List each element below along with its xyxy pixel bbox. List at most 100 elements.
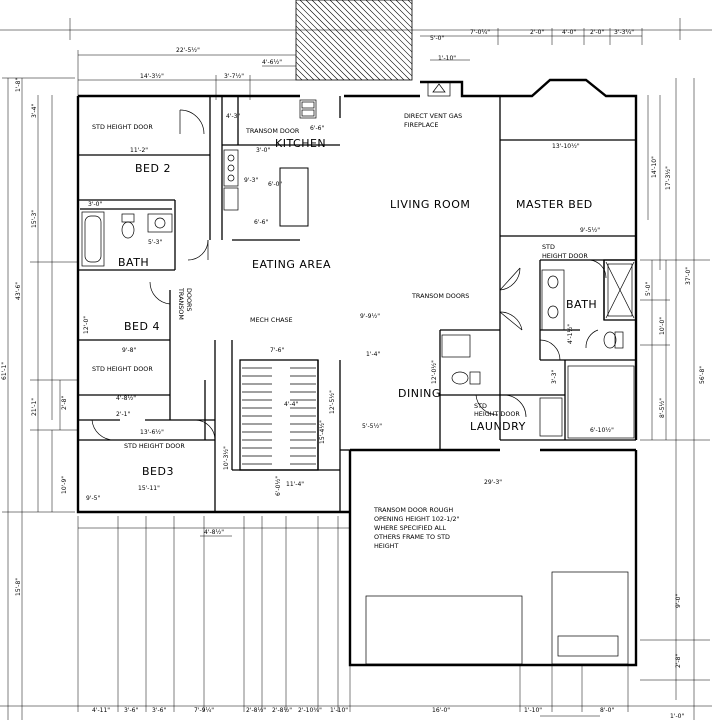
dim-bottom-4-11: 4'-11"	[92, 707, 110, 714]
dim-bottom-2-8b: 2'-8½"	[272, 707, 292, 714]
roof-hatch-line	[305, 0, 387, 80]
dim-kitchen-3-0: 3'-0"	[256, 147, 270, 154]
dim-top-3-7: 3'-7½"	[224, 73, 244, 80]
dim-right-8-5: 8'-5½"	[659, 398, 666, 418]
roof-hatch-line	[395, 0, 412, 17]
dim-kitchen-4-3: 4'-3"	[226, 113, 240, 120]
dim-right-9-0: 9'-0"	[675, 594, 682, 608]
dim-bed3-9-5: 9'-5"	[86, 495, 100, 502]
dimension-labels: 22'-5½" 14'-3½" 3'-7½" 4'-6½" 5'-0" 7'-0…	[1, 29, 706, 720]
roof-hatch-line	[359, 0, 412, 53]
dim-stair-9-9: 9'-9½"	[360, 313, 380, 320]
dim-bottom-7-9: 7'-9¼"	[194, 707, 214, 714]
dim-mb-17-3: 17'-3½"	[665, 166, 672, 190]
dim-left-61-1: 61'-1"	[1, 362, 8, 380]
room-label-bed2: BED 2	[135, 162, 171, 175]
dim-stair-1-4: 1'-4"	[366, 351, 380, 358]
dim-kitchen-6-0: 6'-0"	[268, 181, 282, 188]
roof-hatch-line	[296, 19, 357, 80]
dim-top-2-0b: 2'-0"	[590, 29, 604, 36]
dim-left-15-3: 15'-3"	[31, 210, 38, 228]
dim-top-5-0: 5'-0"	[430, 35, 444, 42]
bottom-dimension-lines	[0, 516, 712, 717]
dim-top-4-0: 4'-0"	[562, 29, 576, 36]
dim-bottom-3-6b: 3'-6"	[152, 707, 166, 714]
dim-mb-9-5: 9'-5½"	[580, 227, 600, 234]
dim-top-1-10: 1'-10"	[438, 55, 456, 62]
top-dimension-lines	[0, 18, 712, 100]
dim-laundry-3-3: 3'-3"	[551, 370, 558, 384]
roof-hatch	[295, 0, 494, 81]
dim-bed2-11-2: 11'-2"	[130, 147, 148, 154]
roof-hatch-line	[335, 0, 412, 77]
dim-bed4-9-8: 9'-8"	[122, 347, 136, 354]
note-mech-chase: MECH CHASE	[250, 316, 293, 324]
dim-stair-4-4: 4'-4"	[284, 401, 298, 408]
roof-hatch-line	[341, 0, 412, 71]
door-swings	[91, 109, 607, 441]
note-garage-line5: HEIGHT	[374, 542, 398, 550]
dim-bottom-1-10a: 1'-10"	[330, 707, 348, 714]
note-std-door-bed2: STD HEIGHT DOOR	[92, 123, 153, 131]
dim-top-3-3: 3'-3¼"	[614, 29, 634, 36]
note-fireplace-line2: FIREPLACE	[404, 121, 438, 129]
roof-hatch-line	[296, 61, 315, 80]
dim-bottom-8-0: 8'-0"	[600, 707, 614, 714]
note-std-master-line1: STD	[542, 243, 555, 251]
dim-bed3-10-3: 10'-3½"	[223, 446, 230, 470]
note-transom-door-kitchen: TRANSOM DOOR	[245, 127, 300, 135]
note-garage-line4: OTHERS FRAME TO STD	[374, 533, 450, 541]
dim-left-3-4: 3'-4"	[31, 104, 38, 118]
stair-treads	[242, 367, 316, 465]
dim-stair-5-5: 5'-5½"	[362, 423, 382, 430]
note-std-master-line2: HEIGHT DOOR	[542, 252, 588, 260]
side-dimension-lines	[2, 77, 710, 720]
roof-hatch-line	[296, 73, 303, 80]
roof-hatch-line	[296, 43, 333, 80]
room-label-master-bath: BATH	[566, 298, 597, 311]
plan-notes: STD HEIGHT DOOR TRANSOM DOOR DIRECT VENT…	[92, 112, 588, 550]
interior-walls	[78, 96, 637, 512]
room-label-bed3: BED3	[142, 465, 174, 478]
roof-hatch-line	[296, 1, 375, 80]
note-std-laundry-line2: HEIGHT DOOR	[474, 410, 520, 418]
note-transom-doors: TRANSOM DOORS	[411, 292, 469, 300]
room-label-dining: DINING	[398, 387, 441, 400]
roof-hatch-line	[329, 0, 411, 80]
roof-hatch-line	[414, 0, 494, 80]
dim-bottom-1-10b: 1'-10"	[524, 707, 542, 714]
dim-right-5-0: 5'-0"	[645, 282, 652, 296]
roof-hatch-line	[389, 0, 412, 23]
dim-top-4-6: 4'-6½"	[262, 59, 282, 66]
dim-bed4-12-0: 12'-0"	[83, 316, 90, 334]
dim-bottom-3-6a: 3'-6"	[124, 707, 138, 714]
dim-top-22: 22'-5½"	[176, 47, 200, 54]
roof-hatch-line	[299, 0, 381, 80]
roof-hatch-line	[296, 79, 297, 80]
dim-left-15-8: 15'-8"	[15, 578, 22, 596]
dim-mb-14-10: 14'-10"	[651, 156, 658, 178]
dim-right-56-8: 56'-8"	[699, 366, 706, 384]
dim-left-2-8: 2'-8"	[61, 396, 68, 410]
roof-hatch-line	[296, 13, 363, 80]
roof-hatch-line	[296, 31, 345, 80]
dim-stair-12-5: 12'-5½"	[329, 390, 336, 414]
dim-bed3-15-11: 15'-11"	[138, 485, 160, 492]
note-fireplace-line1: DIRECT VENT GAS	[404, 112, 462, 120]
dim-bed3-2-1: 2'-1"	[116, 411, 130, 418]
note-std-laundry-line1: STD	[474, 402, 487, 410]
note-transom-doors-v1: TRANSOM	[177, 287, 185, 320]
roof-hatch-line	[323, 0, 405, 80]
roof-hatch-line	[407, 0, 412, 5]
dim-right-2-8: 2'-8"	[675, 654, 682, 668]
roof-hatch-line	[353, 0, 412, 59]
dim-kitchen-6-6: 6'-6"	[310, 125, 324, 132]
dim-top-2-0a: 2'-0"	[530, 29, 544, 36]
dim-bath-5-3: 5'-3"	[148, 239, 162, 246]
fixtures	[81, 81, 635, 665]
dim-right-10-0: 10'-0"	[659, 317, 666, 335]
dim-laundry-6-10: 6'-10½"	[590, 427, 614, 434]
dim-top-7-0: 7'-0¼"	[470, 29, 490, 36]
note-transom-doors-v2: DOORS	[185, 288, 193, 311]
roof-hatch-line	[365, 0, 412, 47]
